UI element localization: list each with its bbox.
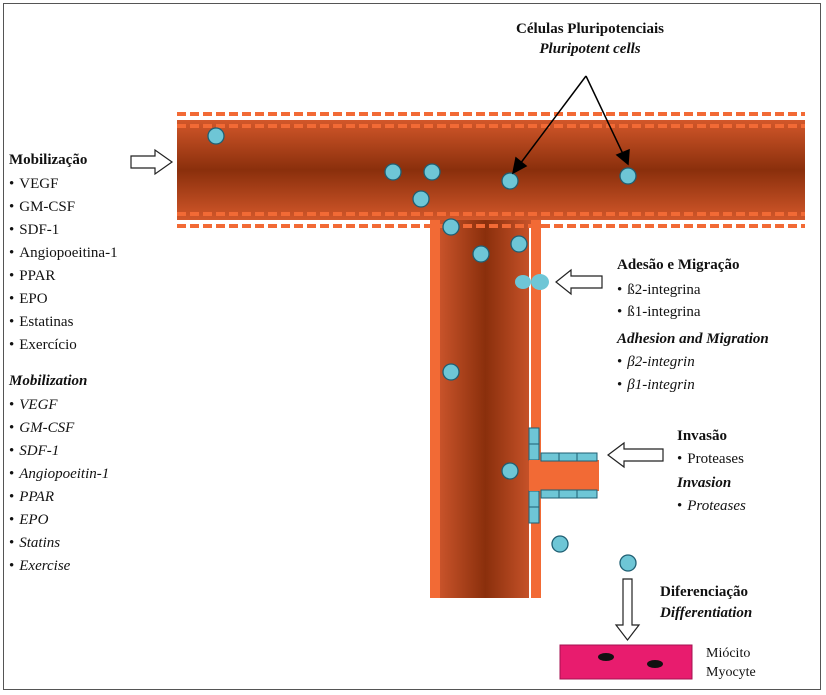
list-item: ß2-integrina [617, 283, 700, 305]
nucleus [647, 660, 663, 668]
invasion-heading-en: Invasion [677, 475, 732, 491]
stem-cell [501, 462, 519, 480]
list-item: PPAR [9, 490, 109, 513]
stem-cells [207, 127, 637, 572]
adhesion-list-en: β2-integrin β1-integrin [617, 355, 694, 401]
myocyte-cell [559, 644, 693, 680]
myocyte-label-pt: Miócito [706, 646, 751, 661]
nucleus [598, 653, 614, 661]
mobilization-heading-pt: Mobilização [9, 152, 88, 168]
list-item: Proteases [677, 452, 744, 474]
list-item: Angiopoeitina-1 [9, 246, 117, 269]
list-item: VEGF [9, 177, 118, 200]
list-item: Exercício [9, 338, 118, 361]
differentiation-arrow-icon [614, 578, 641, 641]
stem-cell [442, 218, 460, 236]
adhesion-list-pt: ß2-integrina ß1-integrina [617, 283, 700, 327]
myocyte-label-en: Myocyte [706, 665, 756, 680]
invasion-list-en: Proteases [677, 499, 746, 521]
list-item: Angiopoeitin-1 [9, 467, 109, 490]
list-item: EPO [9, 513, 109, 536]
list-item: GM-CSF [9, 200, 118, 223]
list-item: SDF-1 [9, 444, 109, 467]
adhesion-heading-pt: Adesão e Migração [617, 257, 740, 273]
stem-cell [619, 167, 637, 185]
stem-cell [412, 190, 430, 208]
stem-cell [510, 235, 528, 253]
list-item: Statins [9, 536, 109, 559]
invasion-arrow-icon [607, 441, 664, 469]
list-item: β1-integrin [617, 378, 694, 401]
stem-cell [423, 163, 441, 181]
list-item: SDF-1 [9, 223, 118, 246]
mobilization-arrow-icon [130, 148, 174, 176]
stem-cell [531, 274, 549, 290]
title-pt: Células Pluripotenciais [516, 21, 664, 37]
list-item: EPO [9, 292, 118, 315]
invasion-list-pt: Proteases [677, 452, 744, 474]
stem-cell [384, 163, 402, 181]
list-item: Proteases [677, 499, 746, 521]
invasion-channel [528, 427, 599, 524]
hollow-arrows [130, 148, 664, 641]
stem-cell [501, 172, 519, 190]
stem-cell [619, 554, 637, 572]
list-item: β2-integrin [617, 355, 694, 378]
invasion-heading-pt: Invasão [677, 428, 728, 444]
frame-border [3, 3, 821, 690]
differentiation-heading-en: Differentiation [660, 605, 753, 621]
title-en: Pluripotent cells [539, 41, 641, 57]
adhesion-heading-en: Adhesion and Migration [617, 331, 769, 347]
list-item: VEGF [9, 398, 109, 421]
stem-cell [472, 245, 490, 263]
mobilization-list-en: VEGF GM-CSF SDF-1 Angiopoeitin-1 PPAR EP… [9, 398, 109, 582]
stem-cell [442, 363, 460, 381]
list-item: ß1-integrina [617, 305, 700, 327]
stem-cell [207, 127, 225, 145]
list-item: Estatinas [9, 315, 118, 338]
stem-cell [551, 535, 569, 553]
title-arrows [511, 75, 630, 175]
horizontal-vessel [177, 112, 805, 228]
mobilization-heading-en: Mobilization [9, 373, 88, 389]
differentiation-heading-pt: Diferenciação [660, 584, 749, 600]
list-item: GM-CSF [9, 421, 109, 444]
adhesion-arrow-icon [555, 268, 603, 296]
mobilization-list-pt: VEGF GM-CSF SDF-1 Angiopoeitina-1 PPAR E… [9, 177, 118, 361]
list-item: Exercise [9, 559, 109, 582]
list-item: PPAR [9, 269, 118, 292]
stem-cell [515, 275, 531, 289]
